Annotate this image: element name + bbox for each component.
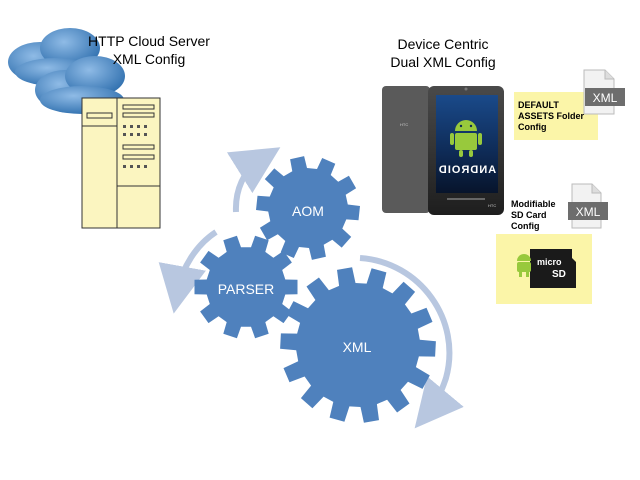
default-config-label: DEFAULT ASSETS Folder Config [518,100,598,133]
phone-icon [382,86,504,215]
android-wordmark: ANDROID [438,164,496,176]
gear-parser-icon [194,235,298,339]
default-config-label-line2: ASSETS Folder [518,111,585,121]
device-title-line1: Device Centric [397,36,489,52]
default-config-label-line3: Config [518,122,547,132]
default-config-label-line1: DEFAULT [518,100,559,110]
microsd-text-top: micro [537,257,562,267]
phone-brand-text-front: HTC [488,203,496,208]
xml-badge-default: XML [593,91,618,105]
device-title: Device Centric Dual XML Config [368,35,518,71]
xml-file-icon-sd [568,183,608,229]
phone-brand-text: HTC [400,122,408,127]
device-title-line2: Dual XML Config [390,54,496,70]
cloud-server-title-line2: XML Config [112,51,186,67]
cycle-arrows [158,147,464,429]
sd-config-label-line2: SD Card [511,210,547,220]
server-icon [81,97,161,229]
sd-config-label: Modifiable SD Card Config [511,199,571,232]
gear-aom-icon [256,156,360,260]
sd-config-label-line1: Modifiable [511,199,556,209]
gear-label-xml: XML [343,339,372,355]
cloud-server-title: HTTP Cloud Server XML Config [74,32,224,68]
xml-file-icon-default [583,69,625,115]
gear-xml-icon [280,267,436,423]
sd-config-label-line3: Config [511,221,540,231]
cloud-server-title-line1: HTTP Cloud Server [88,33,210,49]
android-logo-icon [450,120,482,157]
microsd-text-bottom: SD [552,269,566,280]
microsd-card-icon [517,249,576,288]
gear-label-aom: AOM [292,203,324,219]
gear-label-parser: PARSER [218,281,275,297]
xml-badge-sd: XML [576,205,601,219]
